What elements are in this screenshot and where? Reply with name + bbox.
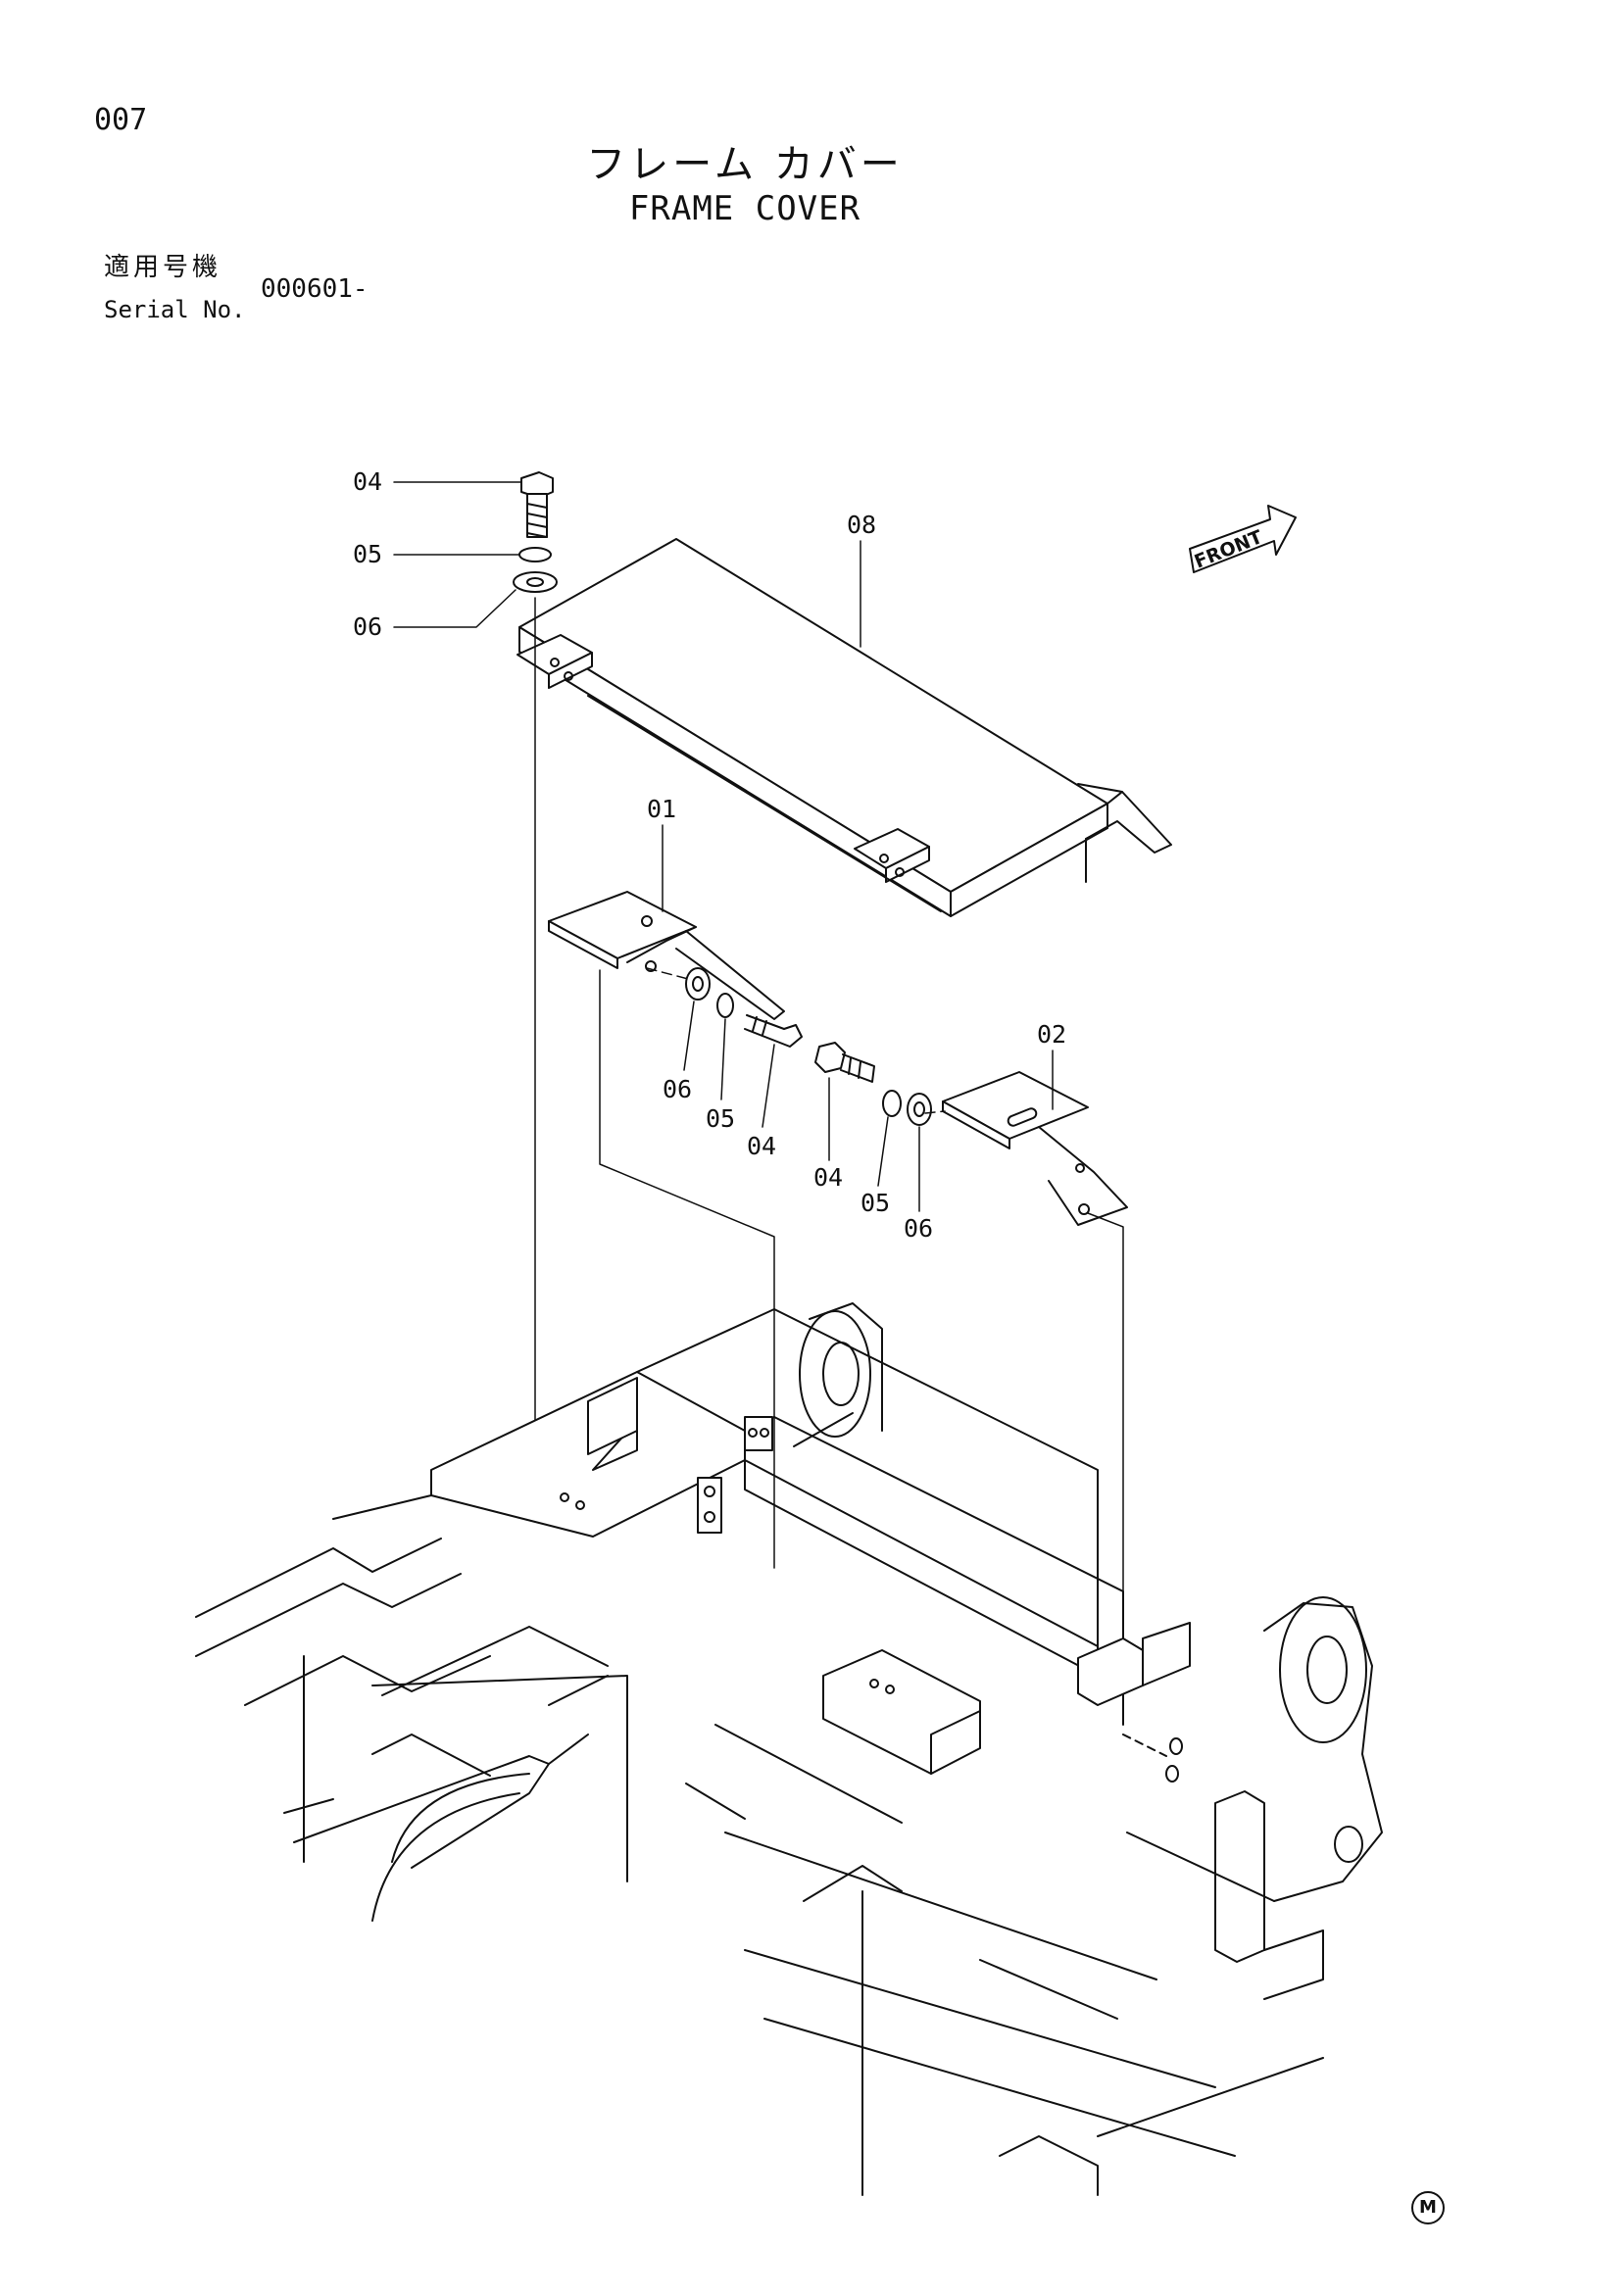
front-arrow-icon: FRONT <box>1189 505 1297 573</box>
callout-label: 01 <box>647 795 676 823</box>
title-english: FRAME COVER <box>628 189 861 228</box>
callout-label: 05 <box>353 540 382 568</box>
top-bolt-washer-set <box>513 471 558 593</box>
bracket-part-01 <box>548 891 785 1020</box>
callout-label: 02 <box>1037 1020 1066 1049</box>
right-side-fastener-set <box>814 1042 932 1126</box>
page-number: 007 <box>94 103 148 137</box>
left-side-fastener-set <box>685 967 803 1048</box>
callout-label: 06 <box>663 1075 692 1103</box>
serial-label-english: Serial No. <box>104 296 246 323</box>
front-label: FRONT <box>1192 526 1266 573</box>
serial-label-japanese: 適用号機 <box>104 253 222 282</box>
callout-label: 04 <box>813 1163 843 1192</box>
callout-label: 05 <box>706 1104 735 1133</box>
frame-cover-part-08 <box>516 538 1172 917</box>
main-frame <box>195 1302 1383 2196</box>
callout-label: 04 <box>747 1132 776 1160</box>
callout-label: 08 <box>847 511 876 539</box>
callout-labels: 04 05 06 08 01 06 05 04 04 05 06 02 <box>353 467 1066 1243</box>
manufacturer-mark-icon: M <box>1411 2191 1445 2224</box>
callout-label: 05 <box>861 1189 890 1217</box>
title-japanese: フレーム カバー <box>586 142 904 187</box>
assembly-guide-lines <box>534 597 1124 1669</box>
callout-label: 04 <box>353 467 382 496</box>
callout-label: 06 <box>904 1214 933 1243</box>
callout-label: 06 <box>353 612 382 641</box>
callout-leaders <box>393 481 1054 1212</box>
serial-number-value: 000601- <box>261 274 369 304</box>
bracket-part-02 <box>942 1071 1128 1226</box>
